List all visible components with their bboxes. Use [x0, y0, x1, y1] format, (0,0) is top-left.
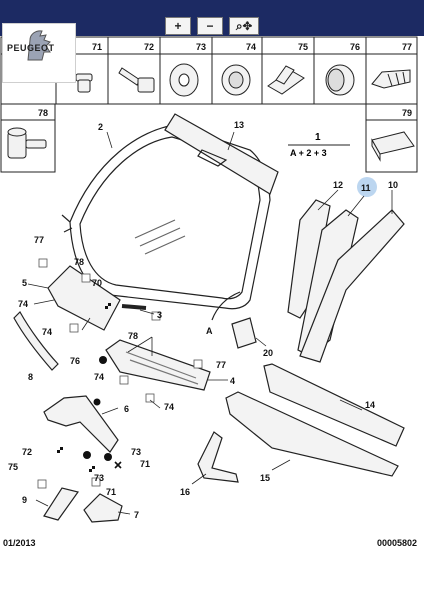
legend-num-77: 77 — [402, 42, 412, 52]
push-rivet-icon — [371, 69, 411, 89]
support-bracket-6 — [43, 395, 119, 453]
cowl-bracket-5 — [47, 265, 121, 331]
callout-15: 15 — [260, 473, 270, 483]
support-16 — [197, 431, 239, 483]
footer-date: 01/2013 — [3, 538, 36, 548]
callout-9: 9 — [22, 495, 27, 505]
callout-73b: 73 — [94, 473, 104, 483]
legend-grid — [0, 36, 418, 173]
callout-74d: 74 — [164, 402, 174, 412]
clip-icon — [267, 65, 305, 95]
windscreen-glass — [79, 136, 261, 300]
callout-3: 3 — [157, 310, 162, 320]
callout-14: 14 — [365, 400, 375, 410]
formula-expression: A + 2 + 3 — [290, 148, 327, 158]
legend-num-78: 78 — [38, 108, 48, 118]
bracket-7 — [83, 493, 123, 523]
zoom-fit-icon: ⌕✥ — [235, 18, 253, 33]
formula-block: 1 A + 2 + 3 — [288, 132, 350, 158]
brand-name: PEUGEOT — [7, 43, 55, 53]
callout-11: 11 — [361, 183, 371, 193]
callout-76: 76 — [70, 356, 80, 366]
glass-reflection — [134, 219, 186, 255]
zoom-out-icon: − — [206, 19, 214, 33]
callout-12: 12 — [333, 180, 343, 190]
callout-71b: 71 — [106, 487, 116, 497]
callout-2: 2 — [98, 122, 103, 132]
zoom-in-button[interactable]: + — [165, 17, 191, 35]
callout-16: 16 — [180, 487, 190, 497]
sealing-pad — [231, 317, 257, 349]
highlight-marker — [357, 177, 377, 197]
callout-10: 10 — [388, 180, 398, 190]
legend-num-71: 71 — [92, 42, 102, 52]
callout-73a: 73 — [131, 447, 141, 457]
callout-4: 4 — [230, 376, 235, 386]
callout-77a: 77 — [34, 235, 44, 245]
callout-78a: 78 — [74, 257, 84, 267]
grommet-icon — [221, 64, 251, 96]
bolt-icon — [118, 67, 155, 93]
drain-hose-9 — [43, 487, 80, 521]
spring-clip — [121, 304, 147, 310]
zoom-in-icon: + — [174, 19, 182, 33]
legend-num-79: 79 — [402, 108, 412, 118]
callout-77b: 77 — [216, 360, 226, 370]
callout-75: 75 — [8, 462, 18, 472]
callout-74c: 74 — [94, 372, 104, 382]
brand-logo — [2, 23, 76, 83]
zoom-fit-button[interactable]: ⌕✥ — [229, 17, 259, 35]
reinforcement-15 — [225, 391, 399, 477]
callout-74b: 74 — [42, 327, 52, 337]
callout-A: A — [206, 326, 213, 336]
legend-num-74: 74 — [246, 42, 256, 52]
callout-71a: 71 — [140, 459, 150, 469]
callout-13: 13 — [234, 120, 244, 130]
legend-num-75: 75 — [298, 42, 308, 52]
callout-5: 5 — [22, 278, 27, 288]
fastener-markers — [54, 303, 122, 472]
callout-70: 70 — [92, 278, 102, 288]
callout-8: 8 — [28, 372, 33, 382]
callout-7: 7 — [134, 510, 139, 520]
legend-num-73: 73 — [196, 42, 206, 52]
callout-78b: 78 — [128, 331, 138, 341]
formula-part: 1 — [315, 132, 321, 143]
callout-74a: 74 — [18, 299, 28, 309]
legend-num-76: 76 — [350, 42, 360, 52]
footer-reference: 00005802 — [376, 538, 417, 548]
washer-icon — [169, 63, 199, 97]
cap-icon — [7, 127, 47, 159]
zoom-out-button[interactable]: − — [197, 17, 223, 35]
callout-20: 20 — [263, 348, 273, 358]
callout-72: 72 — [22, 447, 32, 457]
lion-emblem-icon — [27, 30, 51, 61]
pillar-trim-10 — [299, 209, 405, 363]
screw-icon — [75, 73, 93, 93]
cross-member-14 — [263, 363, 405, 447]
pad-icon — [371, 131, 415, 162]
seal-strip-8 — [13, 311, 59, 371]
upper-panel — [164, 113, 279, 195]
pillar-trim-12 — [287, 199, 331, 319]
plug-icon — [325, 64, 355, 96]
legend-num-72: 72 — [144, 42, 154, 52]
callout-6: 6 — [124, 404, 129, 414]
cowl-grille-4 — [105, 339, 211, 391]
